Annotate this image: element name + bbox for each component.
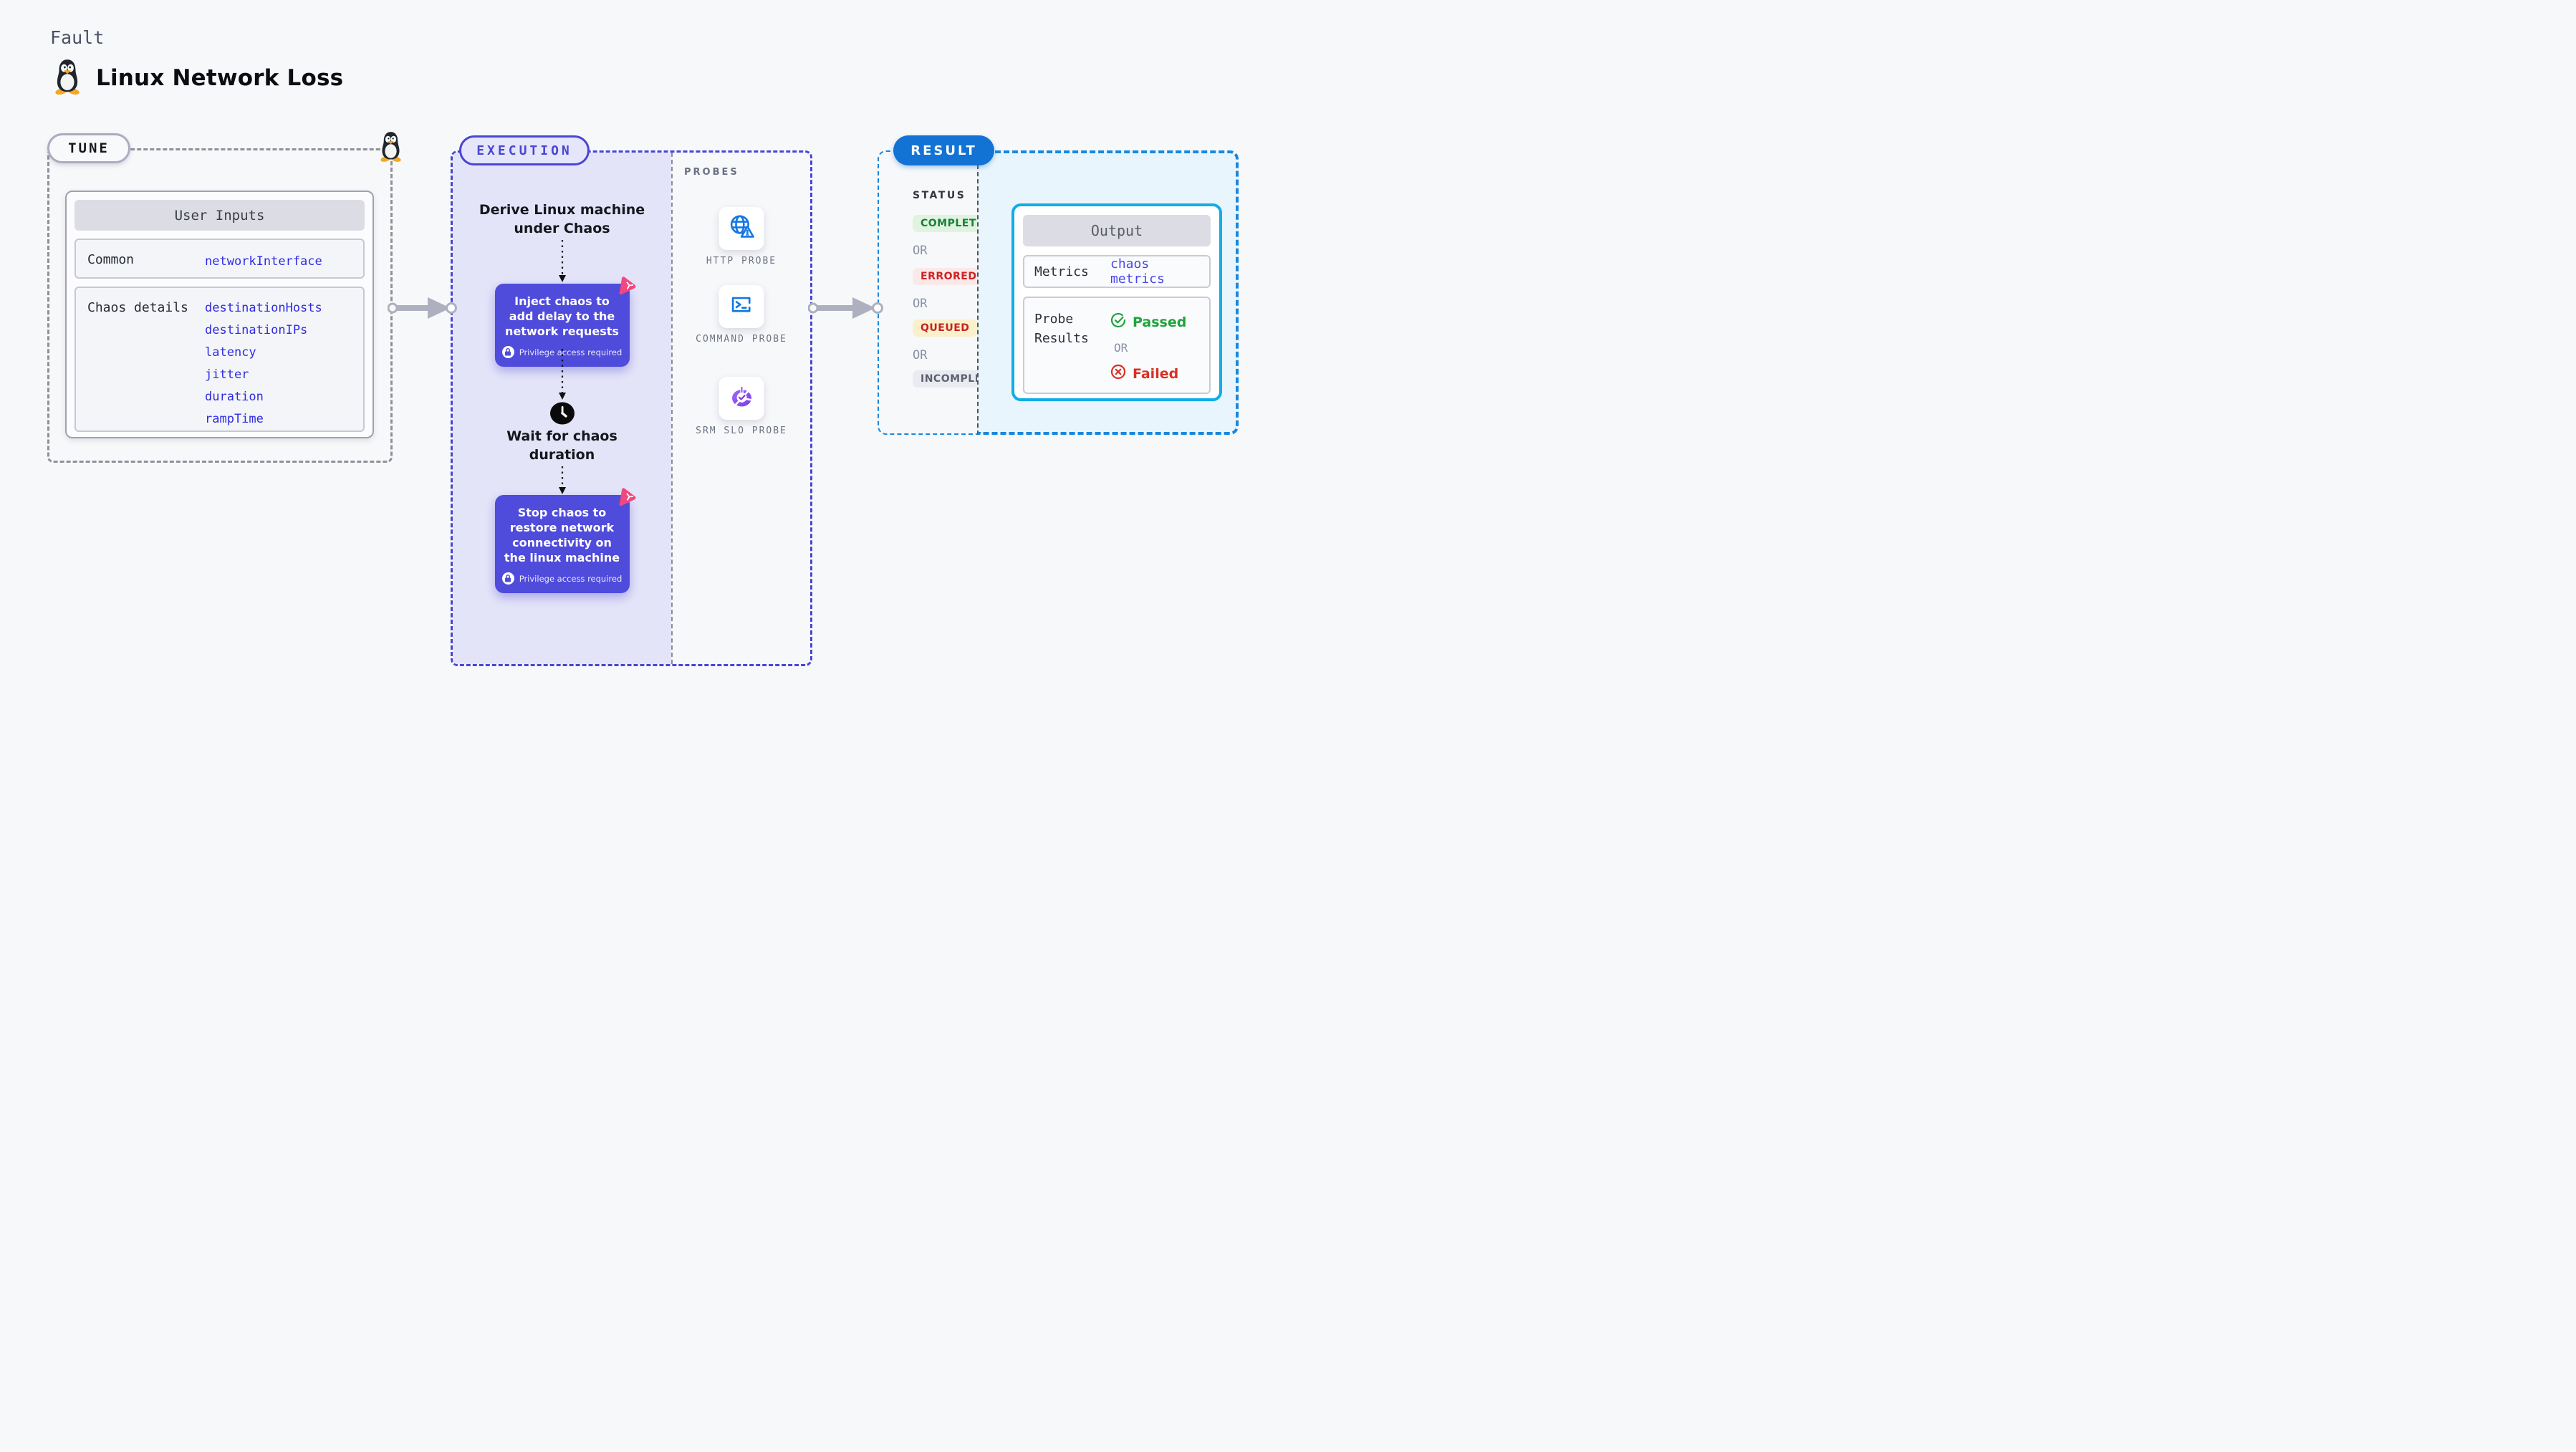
input-value: rampTime	[205, 412, 264, 426]
probe-label: COMMAND PROBE	[696, 334, 787, 345]
status-badge-queued: QUEUED	[913, 319, 978, 337]
or-separator: OR	[913, 348, 928, 362]
output-card-header: Output	[1023, 215, 1211, 246]
check-circle-icon	[1110, 312, 1126, 332]
lock-icon	[501, 346, 514, 359]
execution-to-result-arrow	[807, 295, 885, 324]
result-output-panel: Output Metrics chaos metrics Probe Resul…	[977, 150, 1239, 435]
fault-diagram: Fault Linux Network Loss TUNE	[0, 0, 1288, 726]
metrics-row: Metrics chaos metrics	[1023, 255, 1211, 288]
input-value: jitter	[205, 367, 249, 382]
execution-section-box: Derive Linux machine under Chaos Inject …	[451, 150, 812, 666]
input-value: destinationIPs	[205, 323, 308, 337]
dotted-connector-icon	[557, 466, 567, 498]
slo-donut-check-icon	[726, 383, 756, 414]
http-probe-card	[719, 207, 764, 250]
probe-label: HTTP PROBE	[706, 256, 777, 266]
srm-slo-probe-card	[719, 377, 764, 420]
probe-label: SRM SLO PROBE	[696, 425, 787, 436]
execution-pill: EXECUTION	[459, 135, 590, 165]
globe-warning-icon	[726, 213, 756, 244]
output-card: Output Metrics chaos metrics Probe Resul…	[1011, 203, 1222, 401]
metrics-label: Metrics	[1034, 264, 1089, 279]
metrics-value: chaos metrics	[1110, 256, 1165, 287]
or-separator: OR	[1114, 341, 1128, 355]
result-pill: RESULT	[893, 135, 994, 165]
inject-chaos-card: Inject chaos to add delay to the network…	[494, 277, 635, 367]
command-probe-card	[719, 285, 764, 328]
fault-kicker: Fault	[50, 27, 105, 48]
passed-label: Passed	[1133, 314, 1187, 330]
input-row-common: Common networkInterface	[75, 239, 365, 279]
probes-panel: PROBES HTTP PROBE	[671, 153, 810, 664]
tune-pill: TUNE	[47, 133, 130, 163]
stop-chaos-card: Stop chaos to restore network connectivi…	[494, 488, 635, 594]
inject-chaos-text: Inject chaos to add delay to the network…	[505, 294, 619, 339]
input-value: duration	[205, 390, 264, 404]
tux-penguin-corner-icon	[378, 131, 404, 165]
page-title: Linux Network Loss	[96, 65, 344, 91]
failed-label: Failed	[1133, 365, 1179, 382]
wait-step-text: Wait for chaos duration	[506, 428, 617, 463]
probe-results-label: Probe Results	[1034, 312, 1089, 346]
passed-outcome: Passed	[1110, 312, 1186, 332]
or-separator: OR	[913, 244, 928, 258]
terminal-icon	[727, 292, 756, 322]
dotted-connector-icon	[557, 349, 567, 403]
tux-penguin-icon	[52, 59, 83, 97]
probe-results-row: Probe Results Passed OR	[1023, 297, 1211, 394]
user-inputs-card: User Inputs Common networkInterface Chao…	[65, 191, 374, 438]
input-value: destinationHosts	[205, 301, 322, 315]
clock-icon	[549, 402, 575, 428]
privilege-note: Privilege access required	[519, 347, 623, 357]
dotted-connector-icon	[557, 240, 567, 286]
user-inputs-header: User Inputs	[75, 200, 365, 231]
result-status-box: STATUS COMPLETED OR ERRORED OR QUEUED OR…	[878, 150, 1014, 435]
title-row: Linux Network Loss	[52, 59, 343, 97]
input-row-label: Chaos details	[87, 300, 188, 315]
input-row-chaos-details: Chaos details destinationHosts destinati…	[75, 287, 365, 432]
x-circle-icon	[1110, 364, 1126, 383]
lock-icon	[501, 572, 514, 585]
stop-chaos-text: Stop chaos to restore network connectivi…	[504, 506, 620, 565]
failed-outcome: Failed	[1110, 364, 1186, 383]
status-label: STATUS	[913, 190, 966, 201]
probes-label: PROBES	[684, 167, 739, 178]
input-row-label: Common	[87, 252, 135, 267]
tune-to-execution-arrow	[387, 295, 458, 324]
chaos-flag-icon	[618, 276, 638, 298]
input-value: latency	[205, 345, 256, 360]
derive-step-text: Derive Linux machine under Chaos	[479, 202, 645, 236]
status-badge-errored: ERRORED	[913, 268, 985, 285]
chaos-flag-icon	[618, 487, 638, 509]
privilege-note: Privilege access required	[519, 573, 623, 584]
or-separator: OR	[913, 297, 928, 311]
execution-flow-panel: Derive Linux machine under Chaos Inject …	[453, 153, 671, 664]
input-value: networkInterface	[205, 254, 322, 269]
